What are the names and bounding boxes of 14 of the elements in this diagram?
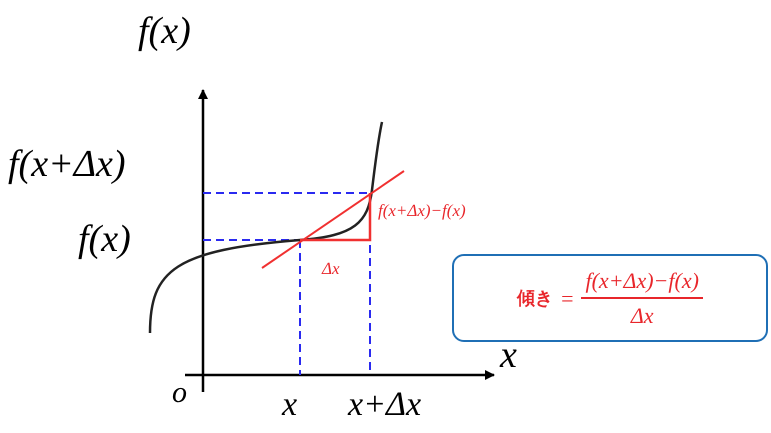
tick-label: x xyxy=(282,388,298,422)
equals-sign: = xyxy=(561,284,574,312)
denominator: Δx xyxy=(630,302,654,330)
difference-label: f(x+Δx)−f(x) xyxy=(378,202,466,219)
formula-text: 傾き xyxy=(517,286,554,310)
tick-label: f(x+Δx) xyxy=(8,145,126,183)
axis-label: x xyxy=(500,336,517,374)
increment-label: Δx xyxy=(322,260,340,277)
formula-box xyxy=(452,254,768,342)
axis-label: f(x) xyxy=(138,12,191,50)
origin-label: o xyxy=(172,378,187,408)
tick-label: f(x) xyxy=(78,220,131,258)
numerator: f(x+Δx)−f(x) xyxy=(584,267,700,295)
tick-label: x+Δx xyxy=(348,388,422,422)
